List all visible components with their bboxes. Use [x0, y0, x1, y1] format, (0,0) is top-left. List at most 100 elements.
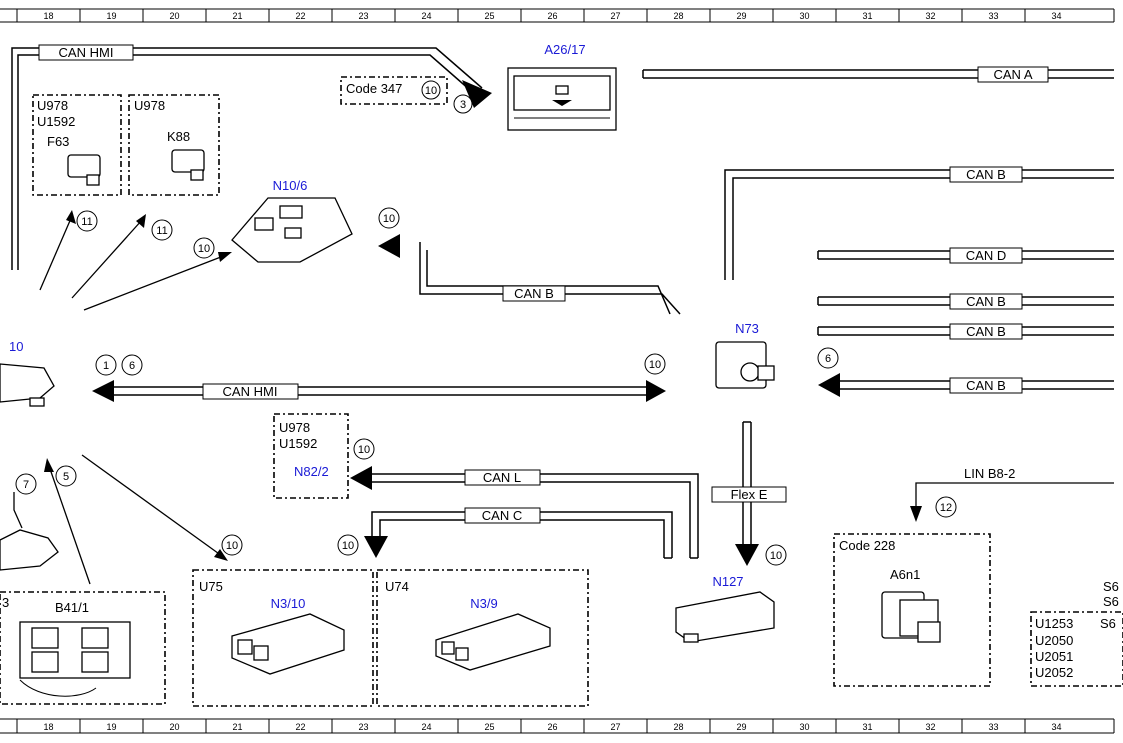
grid-number-bottom: 34: [1051, 722, 1061, 732]
grid-number-top: 20: [169, 11, 179, 21]
grid-number-top: 19: [106, 11, 116, 21]
marker-12: 12: [940, 502, 952, 514]
bus-label-can-b-n10: CAN B: [514, 286, 554, 301]
n127-module: [675, 591, 775, 643]
grid-number-top: 18: [43, 11, 53, 21]
component-n3-10-label: N3/10: [271, 596, 306, 611]
grid-number-bottom: 27: [610, 722, 620, 732]
code-u1253: U1253: [1035, 616, 1073, 631]
code-b-partial: 3: [2, 595, 9, 610]
marker-10-canb: 10: [383, 213, 395, 225]
grid-number-bottom: 31: [862, 722, 872, 732]
marker-5: 5: [63, 471, 69, 483]
n3-10-ecu: [231, 613, 345, 675]
code-u1592-c: U1592: [279, 436, 317, 451]
marker-10-code347: 10: [425, 85, 437, 97]
bus-label-can-b-3: CAN B: [966, 324, 1006, 339]
grid-number-top: 31: [862, 11, 872, 21]
grid-number-bottom: 18: [43, 722, 53, 732]
component-n127-label: N127: [712, 574, 743, 589]
bus-label-can-a: CAN A: [993, 67, 1032, 82]
marker-10-n82: 10: [358, 444, 370, 456]
grid-number-top: 25: [484, 11, 494, 21]
grid-number-bottom: 22: [295, 722, 305, 732]
k88-relay: [171, 149, 205, 181]
marker-6-right: 6: [825, 353, 831, 365]
grid-number-bottom: 28: [673, 722, 683, 732]
grid-number-top: 24: [421, 11, 431, 21]
component-n82-2-label: N82/2: [294, 464, 329, 479]
bottom-ruler: [0, 718, 1115, 734]
marker-11-b: 11: [156, 225, 167, 237]
component-n3-9-label: N3/9: [470, 596, 497, 611]
grid-number-bottom: 33: [988, 722, 998, 732]
code-u2052: U2052: [1035, 665, 1073, 680]
n10-6-module: [231, 197, 353, 263]
component-f63-label: F63: [47, 134, 69, 149]
marker-11-a: 11: [81, 216, 92, 228]
grid-number-top: 21: [232, 11, 242, 21]
bus-label-can-l: CAN L: [483, 470, 521, 485]
grid-number-top: 26: [547, 11, 557, 21]
code-u978-b: U978: [134, 98, 165, 113]
a6n1-unit: [881, 591, 941, 643]
code-u75: U75: [199, 579, 223, 594]
grid-number-top: 28: [673, 11, 683, 21]
left-connector-partial: [0, 529, 59, 571]
marker-10-n127: 10: [770, 550, 782, 562]
bus-label-can-b-4: CAN B: [966, 378, 1006, 393]
top-ruler: [0, 8, 1115, 23]
a26-17-unit: [507, 67, 617, 131]
code-u978-a: U978: [37, 98, 68, 113]
marker-10-u74: 10: [342, 540, 354, 552]
bus-label-can-b-1: CAN B: [966, 167, 1006, 182]
grid-number-top: 34: [1051, 11, 1061, 21]
component-a26-17-label: A26/17: [544, 42, 585, 57]
code-s-partial-3: S6: [1100, 616, 1116, 631]
n73-ignition-switch: [715, 341, 775, 389]
grid-number-top: 30: [799, 11, 809, 21]
marker-10-u75: 10: [226, 540, 238, 552]
marker-6-left: 6: [129, 360, 135, 372]
grid-number-bottom: 32: [925, 722, 935, 732]
code-u2051: U2051: [1035, 649, 1073, 664]
component-b41-1-label: B41/1: [55, 600, 89, 615]
bus-label-flex-e: Flex E: [731, 487, 768, 502]
bus-label-lin-b8-2: LIN B8-2: [964, 466, 1015, 481]
n10-module-partial: [0, 363, 55, 407]
n3-9-ecu: [435, 613, 551, 671]
component-n10-6-label: N10/6: [273, 178, 308, 193]
bus-label-can-d: CAN D: [966, 248, 1006, 263]
bus-label-can-hmi-top: CAN HMI: [59, 45, 114, 60]
bus-label-can-b-2: CAN B: [966, 294, 1006, 309]
component-n10-partial-label: 10: [9, 339, 23, 354]
code-u2050: U2050: [1035, 633, 1073, 648]
component-n73-label: N73: [735, 321, 759, 336]
grid-number-bottom: 19: [106, 722, 116, 732]
code-347: Code 347: [346, 81, 402, 96]
marker-7: 7: [23, 479, 29, 491]
grid-number-bottom: 21: [232, 722, 242, 732]
marker-10-hmi: 10: [649, 359, 661, 371]
grid-number-bottom: 24: [421, 722, 431, 732]
code-u978-c: U978: [279, 420, 310, 435]
grid-number-top: 23: [358, 11, 368, 21]
code-u74: U74: [385, 579, 409, 594]
grid-number-top: 22: [295, 11, 305, 21]
marker-1: 1: [103, 360, 109, 372]
marker-10-n10: 10: [198, 243, 210, 255]
grid-number-bottom: 30: [799, 722, 809, 732]
component-k88-label: K88: [167, 129, 190, 144]
grid-number-top: 32: [925, 11, 935, 21]
grid-number-top: 27: [610, 11, 620, 21]
grid-number-top: 33: [988, 11, 998, 21]
bus-label-can-c: CAN C: [482, 508, 522, 523]
grid-number-bottom: 20: [169, 722, 179, 732]
code-228: Code 228: [839, 538, 895, 553]
code-u1592-a: U1592: [37, 114, 75, 129]
marker-3: 3: [460, 99, 466, 111]
grid-number-bottom: 29: [736, 722, 746, 732]
code-s-partial-1: S6: [1103, 579, 1119, 594]
component-a6n1-label: A6n1: [890, 567, 920, 582]
